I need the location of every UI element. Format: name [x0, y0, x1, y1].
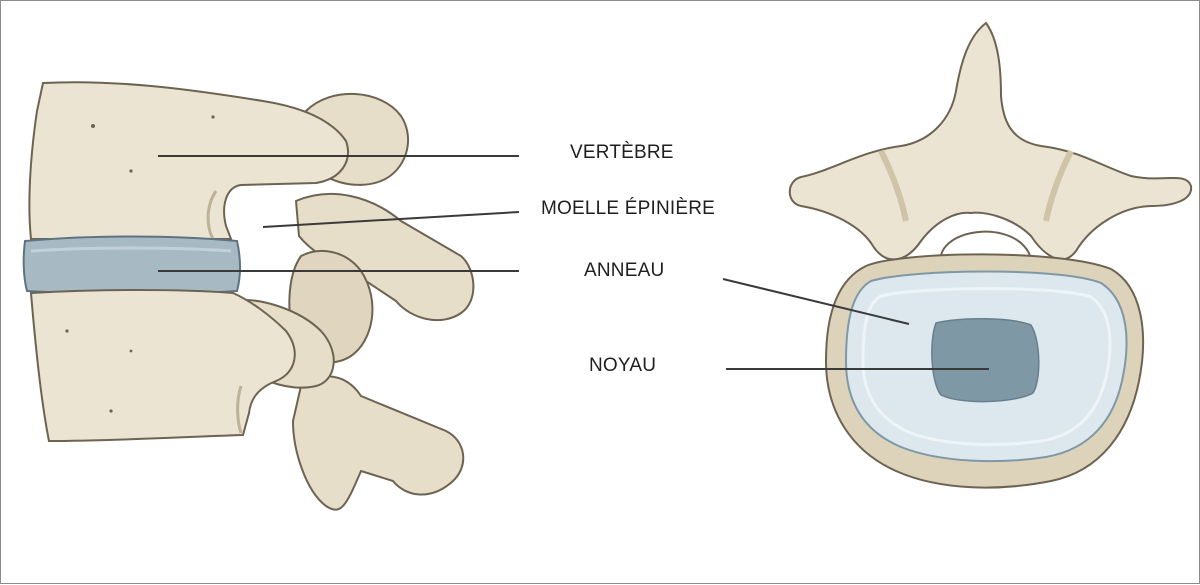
intervertebral-disc [24, 237, 240, 295]
lower-vertebral-body [31, 290, 295, 441]
label-nucleus: NOYAU [589, 355, 656, 377]
lower-spinous-process [293, 376, 463, 509]
label-vertebra: VERTÈBRE [570, 142, 674, 164]
side-view-spine [24, 82, 474, 509]
label-spinal-cord: MOELLE ÉPINIÈRE [541, 198, 715, 220]
top-view-vertebra [790, 23, 1191, 488]
nucleus-pulposus [932, 319, 1039, 402]
label-annulus: ANNEAU [584, 260, 664, 282]
vertebral-arch [790, 23, 1191, 259]
